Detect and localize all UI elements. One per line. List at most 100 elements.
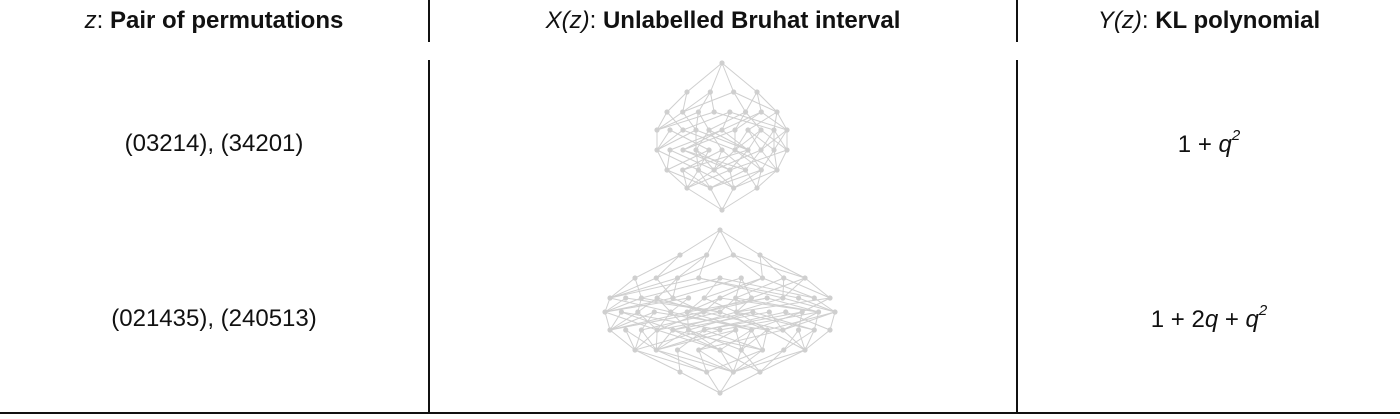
row-1-interval-graph-node [695,109,702,115]
row-1-interval-graph-node [758,167,764,173]
row-2-interval-graph-node [668,309,674,315]
row-2-interval-graph-edge [759,254,763,279]
row-1-interval-graph-edge [745,91,758,113]
row-2-interval-graph-edge [687,297,768,313]
row-1-interval-graph-edge [733,169,778,189]
row-2-interval-graph-edge [719,229,734,256]
row-1-interval-graph-node [727,109,733,115]
row-1-interval-graph-edge [745,169,758,189]
row-2-interval-graph-node [802,275,808,281]
header-divider-2 [1016,0,1018,42]
row-1-interval-graph-node [680,109,686,115]
row-2-interval-graph-edge [677,329,705,351]
row-1-interval-graph-node [771,147,777,153]
row-2-interval-graph-edge [655,277,674,299]
bottom-rule [0,412,1400,414]
row-1-interval-graph-edge [747,129,762,151]
row-1-interval-graph-edge [698,169,711,189]
row-2-interval-graph-edge [698,329,736,351]
row-1-polynomial: 1 + q2 [1018,127,1400,159]
row-2-interval-graph-edge [719,277,815,299]
row-1-interval-graph-edge [734,149,762,171]
row-1-interval-graph-edge [666,91,688,113]
row-1-interval-graph-node [745,127,751,133]
row-1-interval-graph-edge [729,149,749,171]
row-2-interval-graph-node [795,327,802,333]
row-1-interval-graph-edge [697,91,711,113]
row-1-interval-graph-edge [745,149,762,171]
row-2-interval-graph-edge [735,277,742,299]
row-2-interval-graph-edge [609,311,688,331]
row-2-interval-graph-edge [733,254,806,279]
row-1-interval-graph-edge [721,111,731,131]
row-1-interval-graph-node [731,185,737,191]
row-1-interval-graph-node [771,127,777,133]
row-2-interval-graph-node [764,295,770,301]
row-2-interval-graph-node [696,275,702,281]
row-2-interval-graph-edge [733,349,806,373]
row-1-interval-graph-edge [708,111,746,131]
row-1-interval-graph-edge [682,149,723,171]
row-2-interval-graph-edge [672,277,742,299]
row-2-interval-graph-node [815,309,822,315]
row-1-interval-graph-edge [656,111,684,131]
row-2-pair: (021435), (240513) [111,305,317,332]
row-2-interval-graph-edge [740,329,768,351]
header-divider-1 [428,0,430,42]
row-1-interval-graph-edge [760,149,775,171]
row-2-interval-graph-node [733,327,739,333]
row-2-interval-graph-edge [706,371,721,394]
row-2-interval-graph-edge [634,254,681,279]
row-2-interval-graph-edge [672,311,770,331]
row-1-interval-graph-edge [713,169,735,189]
row-1-interval-graph-node [774,109,780,115]
row-2-interval-graph-node [607,295,613,301]
row-2-interval-graph-edge [609,311,622,331]
row-2-interval-graph-edge [719,311,819,331]
row-2-interval-graph-edge [656,329,736,351]
row-1-interval-graph-node [695,167,702,173]
row-2-interval-graph-edge [804,329,815,351]
row-2-interval-graph-node [670,295,676,301]
row-1-interval-graph-edge [666,149,671,171]
row-1-interval-graph-edge [760,129,788,151]
header-interval-label: Unlabelled Bruhat interval [602,7,901,34]
row-2-poly-const: 1 + 2 [1150,306,1205,333]
row-1-interval-graph-edge [747,149,762,171]
row-2-interval-graph-edge [719,349,761,373]
row-2-interval-graph-node [674,347,681,353]
row-2-interval-graph-edge [706,349,763,373]
row-1-interval-graph-edge [656,129,697,151]
row-1-interval-graph-node [667,127,673,133]
row-2-interval-graph-node [748,327,755,333]
row-1-interval-graph-edge [656,149,699,171]
row-2-interval-graph-edge [733,349,784,373]
row-1-interval-graph-edge [721,111,762,131]
row-1-interval-graph-edge [729,169,735,189]
row-2-interval-graph-node [759,275,766,281]
row-1-interval-graph-node [719,147,725,153]
row-2-interval-graph-edge [704,311,803,331]
row-2-interval-graph-node [717,327,723,333]
row-1-interval-graph-edge [760,111,788,131]
row-1-interval-graph-edge [713,149,736,171]
header-interval-var: X(z) [545,7,590,34]
row-2-interval-graph-node [632,275,638,281]
row-2-interval-graph-edge [657,311,753,331]
row-1-interval-graph-node [731,89,737,95]
row-2-interval-graph-edge [798,329,806,351]
row-1-interval-graph-edge [682,91,711,113]
row-1-interval-graph-edge [709,187,723,211]
row-2-interval-graph-edge [641,311,721,331]
row-2-interval-graph-node [780,327,786,333]
row-1-interval-graph-edge [682,169,711,189]
row-2-interval-graph-node [618,309,625,315]
row-1-interval-graph [654,60,790,213]
row-1-interval-graph-edge [666,169,688,189]
header-interval-arg: z [569,7,582,34]
row-2-interval-graph-edge [677,349,681,373]
row-2-interval-graph-edge [732,349,742,373]
row-2-interval-graph-node [717,309,723,315]
row-2-interval-graph-edge [625,329,636,351]
row-1-interval-graph-edge [656,129,684,151]
